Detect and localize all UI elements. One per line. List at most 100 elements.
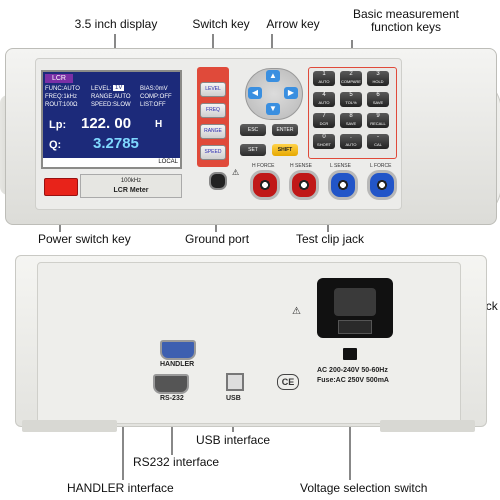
screen-status-bar: LOCAL xyxy=(43,158,180,167)
ground-port[interactable] xyxy=(209,172,227,190)
function-key-label: RECALL xyxy=(370,121,386,126)
power-switch[interactable] xyxy=(44,178,78,196)
function-key-number: 8 xyxy=(349,113,353,119)
callout-basic-keys: Basic measurement function keys xyxy=(352,7,460,34)
callout-ground-port: Ground port xyxy=(185,232,250,246)
usb-label: USB xyxy=(226,395,241,402)
function-key-label: SAVE xyxy=(372,100,384,105)
freq-key[interactable]: FREQ xyxy=(200,103,226,118)
h-force-jack[interactable] xyxy=(250,170,280,200)
ac-rating: AC 200-240V 50-60Hz xyxy=(317,367,388,374)
jack-label-hsense: H SENSE xyxy=(290,163,312,169)
voltage-selection-switch[interactable] xyxy=(343,348,357,360)
set-key[interactable]: SET xyxy=(240,144,266,156)
screen-comp: COMP:OFF xyxy=(140,94,172,100)
screen-func: FUNC:AUTO xyxy=(45,86,80,92)
rear-warning-icon: ⚠ xyxy=(292,306,301,317)
function-key-label: TOL% xyxy=(345,100,357,105)
function-key-label: DCR xyxy=(319,121,329,126)
function-key-number: 5 xyxy=(349,92,353,98)
arrow-left-key[interactable]: ◀ xyxy=(248,87,262,99)
h-sense-jack[interactable] xyxy=(289,170,319,200)
handler-label: HANDLER xyxy=(160,361,195,368)
lcd-display: LCR FUNC:AUTO LEVEL: 1V BIAS:0mV FREQ:1k… xyxy=(41,70,182,169)
callout-usb: USB interface xyxy=(196,433,271,447)
screen-lp-value: 122. 00 xyxy=(81,115,132,132)
ce-mark: CE xyxy=(277,374,299,390)
jack-label-hforce: H FORCE xyxy=(252,163,275,169)
screen-speed: SPEED:SLOW xyxy=(91,102,131,108)
function-key-number: 6 xyxy=(376,92,380,98)
model-label: 100kHz LCR Meter xyxy=(80,174,182,198)
rs232-port[interactable] xyxy=(153,374,189,394)
screen-rout: ROUT:100Ω xyxy=(45,102,78,108)
arrow-down-key[interactable]: ▼ xyxy=(266,103,280,115)
arrow-right-key[interactable]: ▶ xyxy=(284,87,298,99)
function-key-12[interactable]: - CAL xyxy=(367,134,389,149)
rear-inner-panel xyxy=(37,262,461,424)
screen-title: LCR xyxy=(45,74,73,83)
usb-port[interactable] xyxy=(226,373,244,391)
screen-lp-unit: H xyxy=(155,119,163,130)
rs232-label: RS-232 xyxy=(160,395,184,402)
level-key[interactable]: LEVEL xyxy=(200,82,226,97)
callout-arrow-key: Arrow key xyxy=(266,17,320,31)
screen-range: RANGE:AUTO xyxy=(91,94,131,100)
function-key-number: 4 xyxy=(322,92,326,98)
function-key-label: SAVE xyxy=(345,121,357,126)
callout-power-switch: Power switch key xyxy=(38,232,131,246)
function-key-label: AUTO xyxy=(318,79,330,84)
model-name: LCR Meter xyxy=(113,187,149,194)
function-key-number: . xyxy=(350,134,352,140)
screen-lp-label: Lp: xyxy=(49,119,67,131)
screen-freq: FREQ:1kHz xyxy=(45,94,78,100)
function-key-number: 2 xyxy=(349,71,353,77)
screen-bias: BIAS:0mV xyxy=(140,86,168,92)
jack-label-lforce: L FORCE xyxy=(370,163,392,169)
fuse-rating: Fuse:AC 250V 500mA xyxy=(317,377,389,384)
inlet-socket xyxy=(334,288,376,316)
screen-q-value: 3.2785 xyxy=(93,135,139,152)
rear-foot-left xyxy=(22,420,117,432)
model-freq: 100kHz xyxy=(120,178,142,184)
speed-key[interactable]: SPEED xyxy=(200,145,226,160)
function-key-label: AUTO xyxy=(345,142,357,147)
shift-key[interactable]: SHIFT xyxy=(272,144,298,156)
function-key-label: CAL xyxy=(374,142,382,147)
screen-level: LEVEL: xyxy=(91,86,112,92)
enter-key[interactable]: ENTER xyxy=(272,124,298,136)
range-key[interactable]: RANGE xyxy=(200,124,226,139)
function-key-11[interactable]: . AUTO xyxy=(340,134,362,149)
screen-list: LIST:OFF xyxy=(140,102,166,108)
front-warning-icon: ⚠ xyxy=(232,168,240,177)
screen-q-label: Q: xyxy=(49,139,62,151)
jack-label-lsense: L SENSE xyxy=(330,163,351,169)
function-key-number: - xyxy=(377,134,379,140)
function-key-label: COMPARE xyxy=(341,79,361,84)
l-force-jack[interactable] xyxy=(367,170,397,200)
function-key-number: 3 xyxy=(376,71,380,77)
callout-display: 3.5 inch display xyxy=(74,17,158,31)
esc-key[interactable]: ESC xyxy=(240,124,266,136)
l-sense-jack[interactable] xyxy=(328,170,358,200)
rear-foot-right xyxy=(380,420,475,432)
function-key-label: AUTO xyxy=(318,100,330,105)
function-key-label: HOLD xyxy=(372,79,384,84)
function-key-number: 1 xyxy=(322,71,326,77)
callout-rs232: RS232 interface xyxy=(133,455,220,469)
callout-handler: HANDLER interface xyxy=(67,481,174,495)
handler-port[interactable] xyxy=(160,340,196,360)
arrow-up-key[interactable]: ▲ xyxy=(266,70,280,82)
function-key-number: 9 xyxy=(376,113,380,119)
callout-voltage-selection: Voltage selection switch xyxy=(300,481,428,495)
